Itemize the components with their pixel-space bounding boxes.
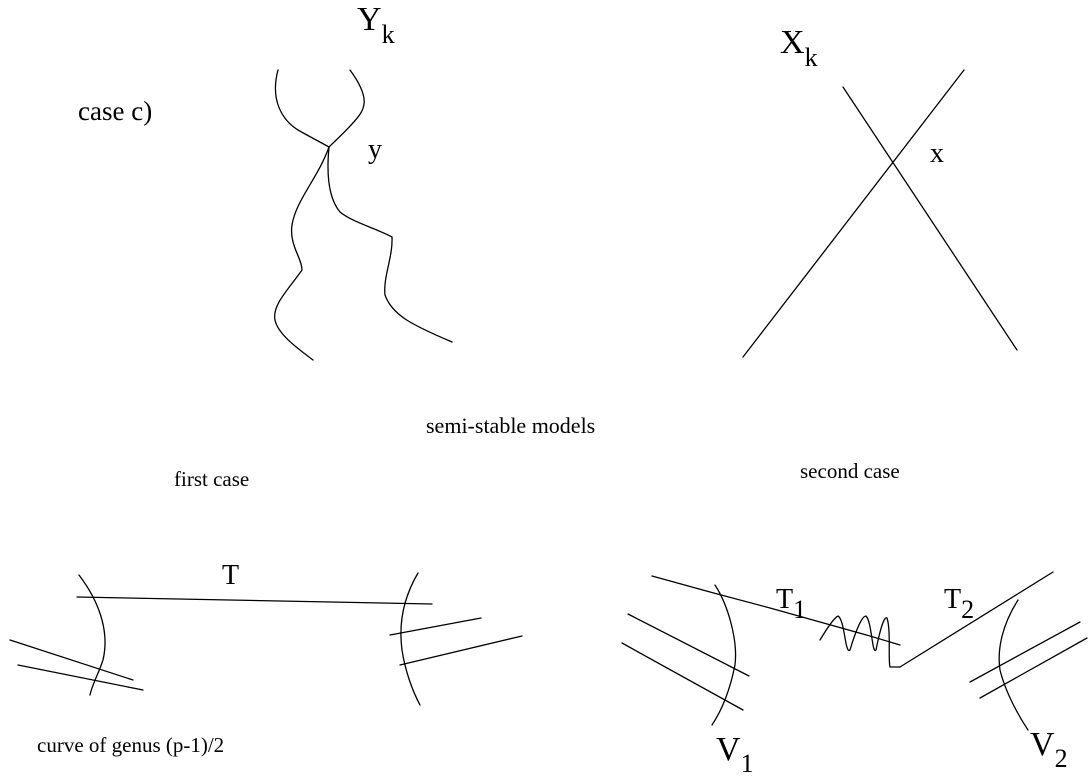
case-label: case c) xyxy=(78,96,152,126)
v1-label-sub: 1 xyxy=(741,749,754,778)
v1-curve xyxy=(711,584,737,726)
yk-title-sub: k xyxy=(382,20,395,49)
t1-line xyxy=(651,575,901,646)
genus-caption: curve of genus (p-1)/2 xyxy=(37,733,224,757)
xk-title-main: X xyxy=(780,24,805,61)
yk-branch-upper-left xyxy=(274,69,330,148)
right-component-curve xyxy=(400,572,421,706)
t2-label: T2 xyxy=(944,584,974,624)
t-line xyxy=(76,596,433,605)
v2-label-sub: 2 xyxy=(1055,744,1068,773)
yk-title-main: Y xyxy=(357,1,382,38)
v2-line-2 xyxy=(979,637,1088,699)
t1-label-main: T xyxy=(776,584,793,615)
v1-label: V1 xyxy=(716,731,754,778)
yk-point-label: y xyxy=(368,134,382,165)
t1-label: T1 xyxy=(776,584,806,624)
caption-first-case: first case xyxy=(174,467,249,491)
left-component-curve xyxy=(78,574,106,696)
left-component-line-1 xyxy=(9,639,134,681)
t1-label-sub: 1 xyxy=(793,595,806,624)
caption-semi-stable: semi-stable models xyxy=(426,413,595,438)
yk-title: Yk xyxy=(357,1,395,49)
xk-point-label: x xyxy=(930,138,944,169)
v1-line-1 xyxy=(627,613,750,677)
caption-second-case: second case xyxy=(800,459,900,483)
right-component-line-2 xyxy=(399,635,523,666)
v2-line-1 xyxy=(969,621,1081,683)
left-component-line-2 xyxy=(17,664,144,691)
t2-label-main: T xyxy=(944,584,961,615)
yk-branch-lower-right xyxy=(327,146,453,343)
xk-line-1 xyxy=(842,86,1018,351)
t1-zigzag xyxy=(819,615,901,668)
xk-line-2 xyxy=(742,69,965,358)
v1-line-2 xyxy=(621,642,744,711)
yk-branch-upper-right xyxy=(328,69,365,148)
v2-label-main: V xyxy=(1030,726,1055,763)
xk-title: Xk xyxy=(780,24,818,72)
t-line-label: T xyxy=(222,560,239,591)
xk-title-sub: k xyxy=(805,43,818,72)
right-component-line-1 xyxy=(389,617,482,636)
v2-curve xyxy=(998,599,1029,731)
yk-branch-lower-left xyxy=(274,146,330,361)
t2-line xyxy=(899,571,1054,668)
v2-label: V2 xyxy=(1030,726,1068,773)
v1-label-main: V xyxy=(716,731,741,768)
t2-label-sub: 2 xyxy=(961,595,974,624)
